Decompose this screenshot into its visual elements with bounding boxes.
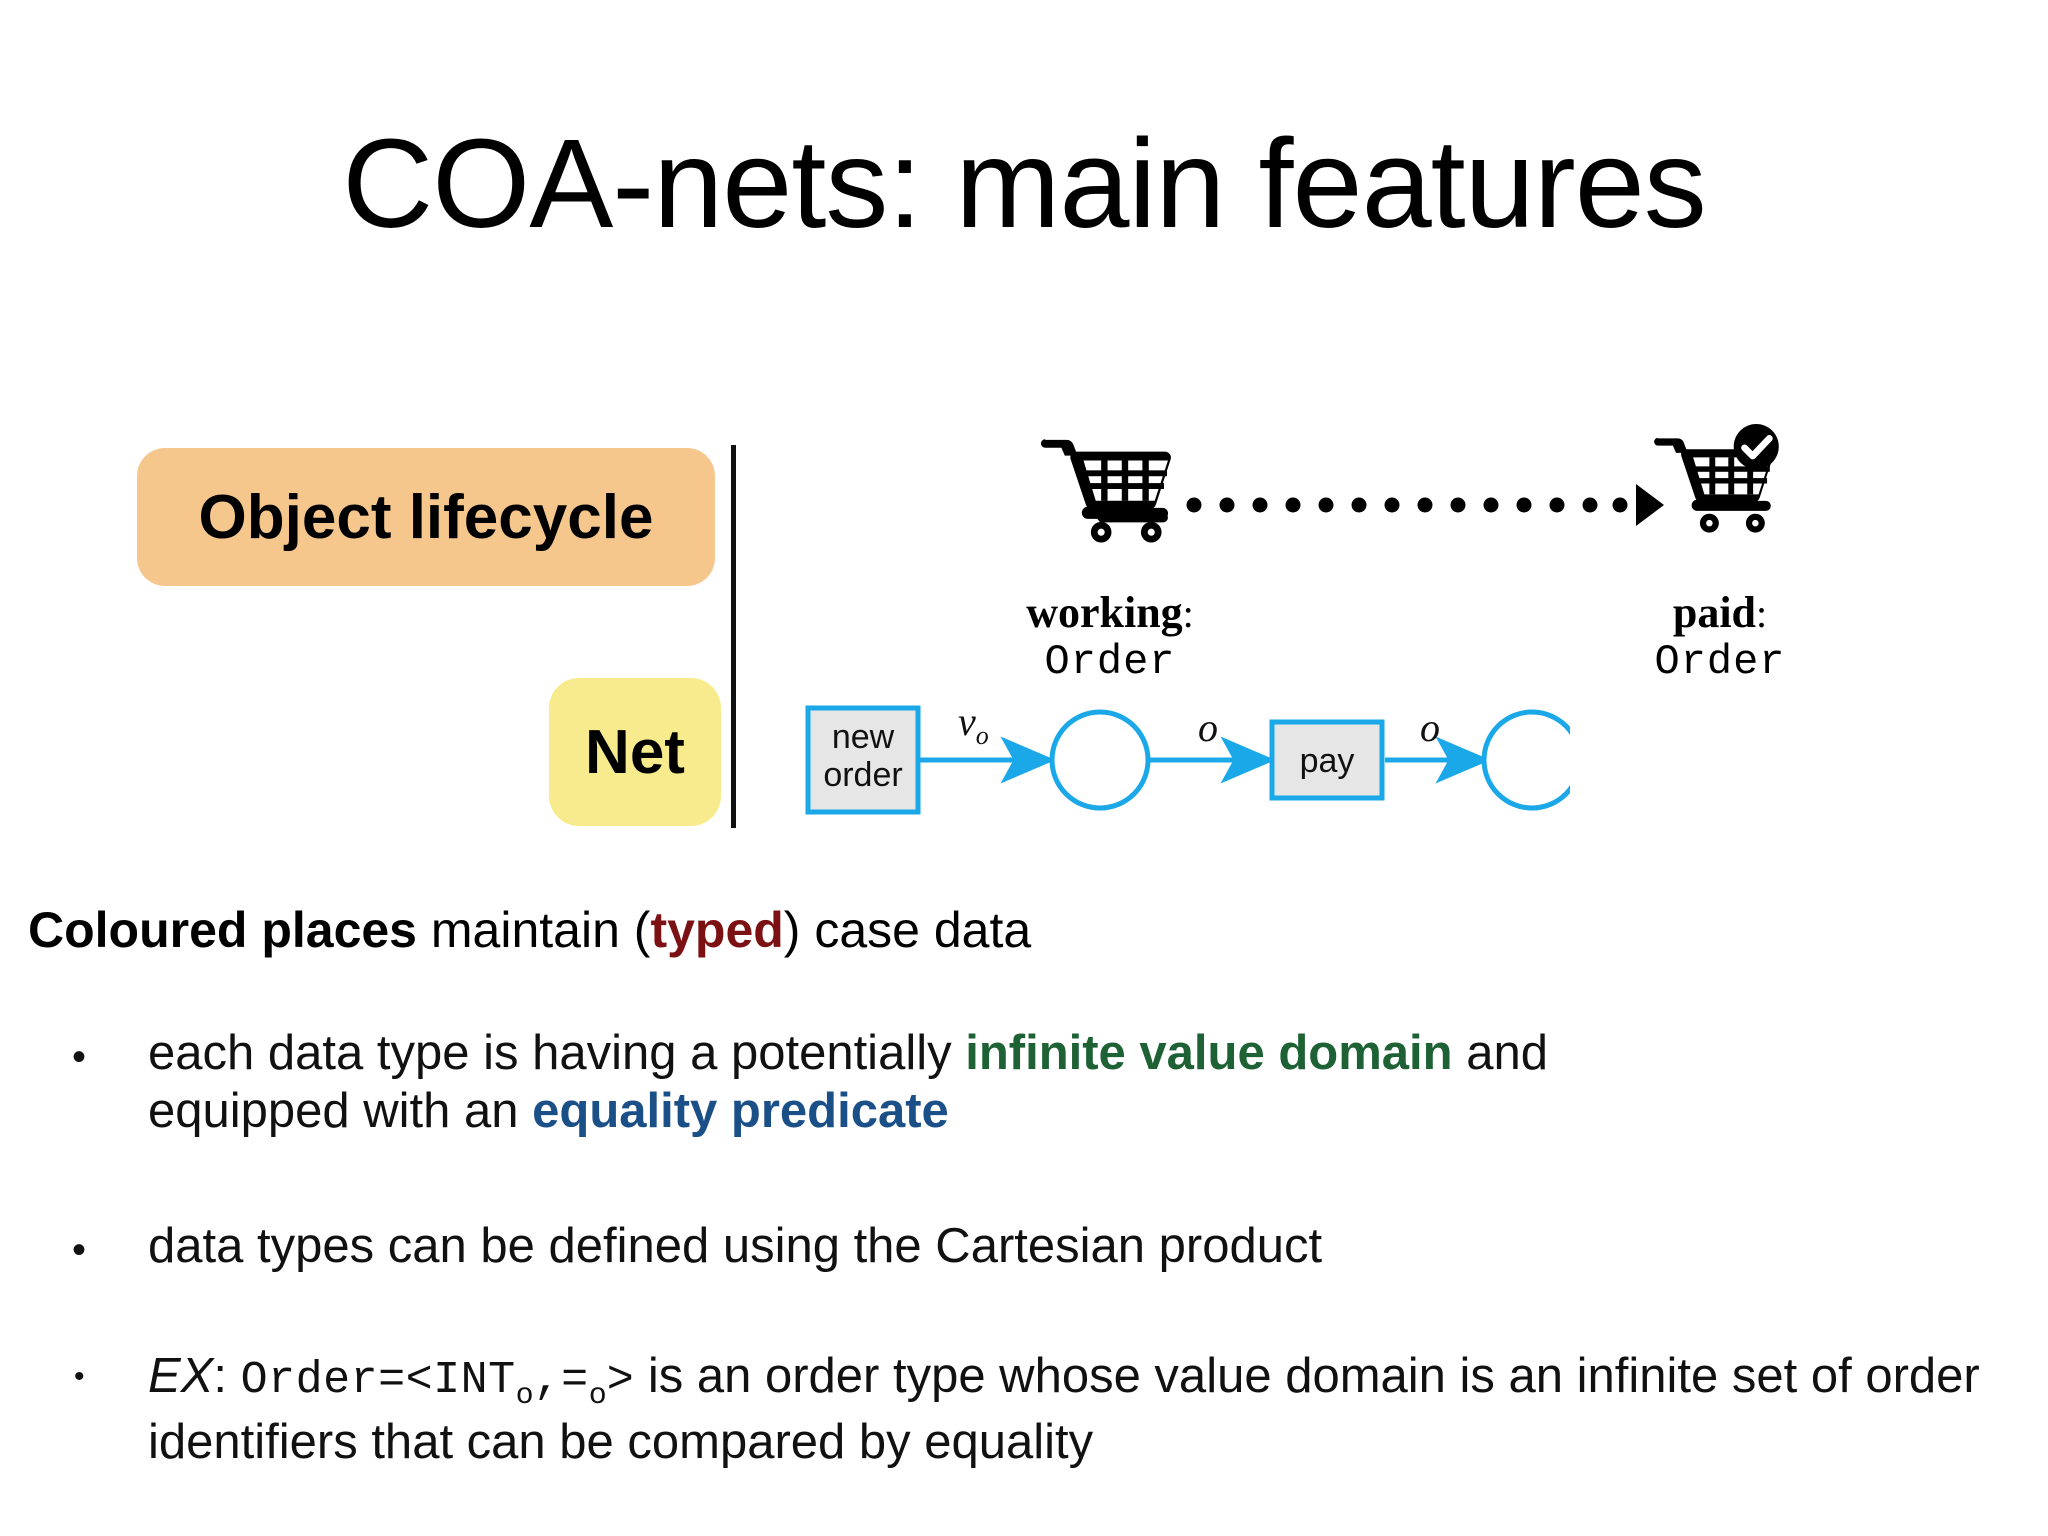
state-type-paid: Order xyxy=(1654,638,1786,687)
lead-part-case-data: ) case data xyxy=(783,902,1032,958)
check-badge-icon xyxy=(1733,424,1779,470)
transition-pay-line1: pay xyxy=(1299,742,1355,780)
arc-label-nu-sub: o xyxy=(975,721,989,750)
place-paid xyxy=(1481,709,1570,811)
bullet-2-text: data types can be defined using the Cart… xyxy=(148,1218,1648,1276)
arc-label-nu-o: νo xyxy=(958,698,989,751)
legend-chip-net[interactable]: Net xyxy=(549,678,721,826)
bullet-1-seg-0: each data type is having a potentially xyxy=(148,1026,966,1080)
bullet-1-seg-1: infinite value domain xyxy=(965,1026,1453,1080)
bullet-marker: • xyxy=(72,1035,87,1079)
state-colon-working: : xyxy=(1182,591,1194,636)
state-colon-paid: : xyxy=(1756,591,1768,636)
lead-part-coloured-places: Coloured places xyxy=(28,902,417,958)
bullet-1-text: each data type is having a potentially i… xyxy=(148,1025,1568,1141)
lifecycle-transition-arrow xyxy=(1184,478,1664,532)
bullet-3-text: EX: Order=<INTo,=o> is an order type who… xyxy=(148,1348,2028,1472)
state-label-paid: paid: Order xyxy=(1540,588,1900,686)
arc-label-o-1: o xyxy=(1198,704,1218,751)
state-name-working: working xyxy=(1026,588,1183,637)
state-label-working: working: Order xyxy=(930,588,1290,686)
legend-chip-net-label: Net xyxy=(585,717,685,787)
lead-part-typed: typed xyxy=(650,902,784,958)
bullet-3-seg-sub2: o xyxy=(588,1378,607,1413)
arc-label-o2-base: o xyxy=(1420,705,1440,750)
shopping-cart-icon xyxy=(1040,434,1180,544)
page-title: COA-nets: main features xyxy=(342,113,1707,254)
bullet-2-seg-0: data types can be defined using the Cart… xyxy=(148,1219,1323,1273)
bullet-3-seg-order: Order=<INT xyxy=(240,1355,516,1406)
bullet-marker: • xyxy=(72,1228,87,1272)
bullet-3-seg-ex: EX xyxy=(148,1349,214,1403)
state-name-paid: paid xyxy=(1672,588,1757,637)
transition-new-order-label: new order xyxy=(806,718,920,794)
bullet-3-seg-comma-eq: ,= xyxy=(533,1355,589,1406)
transition-new-order-line1: new xyxy=(831,718,895,756)
arc-label-o-2: o xyxy=(1420,704,1440,751)
bullet-3-seg-tail: is an order type whose value domain is a… xyxy=(148,1349,1980,1470)
place-working xyxy=(1049,709,1151,811)
bullet-3-seg-colon: : xyxy=(213,1349,241,1403)
petri-net-diagram: new order pay νo o o xyxy=(780,680,1570,840)
transition-new-order xyxy=(805,705,921,815)
state-type-working: Order xyxy=(1044,638,1176,687)
shopping-cart-checked-icon xyxy=(1652,424,1792,534)
transition-pay xyxy=(1269,719,1385,801)
bullet-1-seg-3: equality predicate xyxy=(532,1083,949,1138)
bullet-3-seg-gt: > xyxy=(606,1355,635,1406)
arc-label-nu-base: ν xyxy=(958,699,976,744)
legend-chip-object-lifecycle-label: Object lifecycle xyxy=(198,482,654,552)
lead-part-maintain: maintain ( xyxy=(417,902,651,958)
legend-chip-object-lifecycle[interactable]: Object lifecycle xyxy=(137,448,715,586)
bullet-3-seg-sub1: o xyxy=(515,1378,534,1413)
arc-label-o1-base: o xyxy=(1198,705,1218,750)
transition-new-order-line2: order xyxy=(823,756,903,795)
transition-pay-label: pay xyxy=(1270,742,1384,780)
bullet-1-seg-2: and equipped with an xyxy=(148,1026,1548,1138)
bullet-marker: • xyxy=(74,1360,85,1393)
lead-statement: Coloured places maintain (typed) case da… xyxy=(28,900,1031,960)
